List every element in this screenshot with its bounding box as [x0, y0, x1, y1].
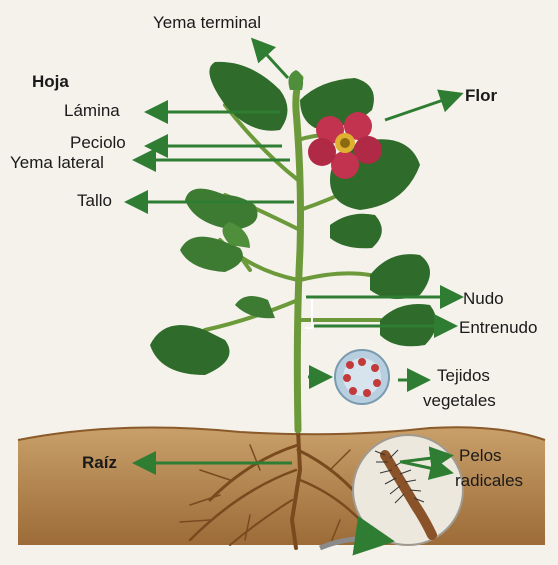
label-yema-terminal: Yema terminal: [153, 13, 261, 33]
label-yema-lateral: Yema lateral: [10, 153, 104, 173]
label-tejidos-line1: Tejidos: [437, 366, 490, 386]
label-entrenudo: Entrenudo: [459, 318, 537, 338]
label-flor: Flor: [465, 86, 497, 106]
label-pelos-line2: radicales: [455, 471, 523, 491]
label-tallo: Tallo: [77, 191, 112, 211]
label-raiz: Raíz: [82, 453, 117, 473]
label-hoja: Hoja: [32, 72, 69, 92]
label-tejidos-line2: vegetales: [423, 391, 496, 411]
stem: [296, 78, 301, 430]
label-peciolo: Peciolo: [70, 133, 126, 153]
label-nudo: Nudo: [463, 289, 504, 309]
label-lamina: Lámina: [64, 101, 120, 121]
label-pelos-line1: Pelos: [459, 446, 502, 466]
tissue-cross-section-icon: [335, 350, 389, 404]
